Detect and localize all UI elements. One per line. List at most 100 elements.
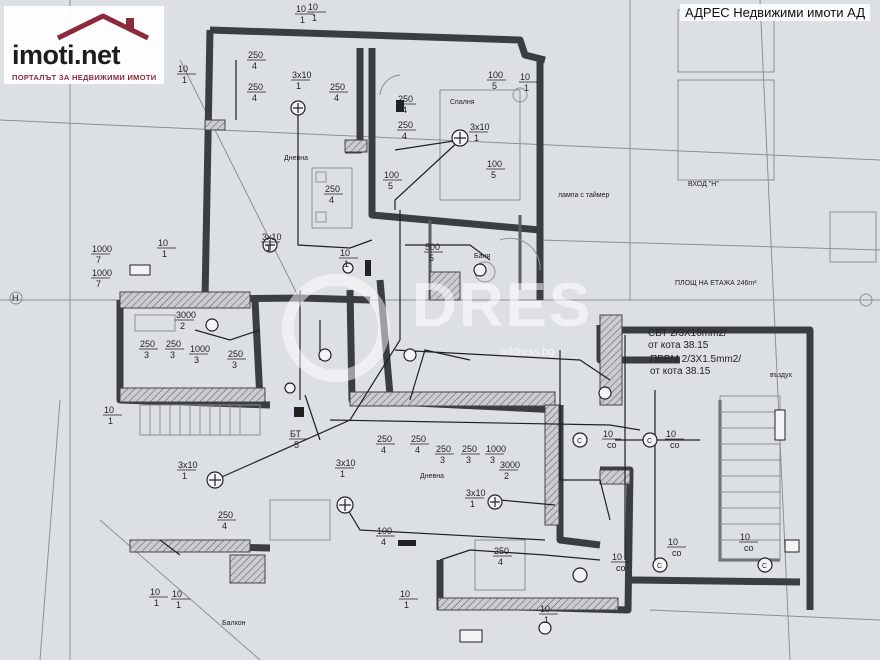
svg-text:C: C xyxy=(762,563,767,570)
fixture-group: 1 xyxy=(300,15,305,25)
fixture-group: 1 xyxy=(182,75,187,85)
fixture-value: 10 xyxy=(520,72,530,82)
fixture-value: 10 xyxy=(158,238,168,248)
fixture-value: 250 xyxy=(411,434,426,444)
fixture-group: 1 xyxy=(524,83,529,93)
cable-spec-line-3: ПВВМ 2/3Х1.5mm2/ xyxy=(650,354,741,365)
cable-spec-line-2: от кота 38.15 xyxy=(648,340,709,351)
fixture-group: 1 xyxy=(344,259,349,269)
fixture-value: 250 xyxy=(166,339,181,349)
fixture-value: 250 xyxy=(377,434,392,444)
label-lamp-note: лампа с таймер xyxy=(558,191,609,199)
fixture-group: co xyxy=(607,440,617,450)
fixture-value: 1000 xyxy=(92,268,112,278)
fixture-value: 1000 xyxy=(92,244,112,254)
room-label-dnevna-lower: Дневна xyxy=(420,473,444,480)
fixture-group: 4 xyxy=(415,445,420,455)
room-label-balkon: Балкон xyxy=(222,620,246,627)
fixture-group: 1 xyxy=(296,81,301,91)
fixture-group: 2 xyxy=(504,471,509,481)
fixture-value: 10 xyxy=(150,587,160,597)
light-fixtures: C C C C xyxy=(129,100,800,643)
fixture-group: 1 xyxy=(474,133,479,143)
brand-name: imoti.net xyxy=(12,40,121,70)
fixture-value: 250 xyxy=(398,120,413,130)
fixture-group: 4 xyxy=(381,445,386,455)
fixture-group: 1 xyxy=(312,13,317,23)
svg-text:C: C xyxy=(577,438,582,445)
fixture-group: 4 xyxy=(498,557,503,567)
svg-text:C: C xyxy=(647,438,652,445)
fixture-value: 10 xyxy=(668,537,678,547)
fixture-group: 4 xyxy=(402,105,407,115)
stairs xyxy=(139,395,781,561)
fixture-label: 101 xyxy=(339,248,358,269)
fixture-label: БТ5 xyxy=(289,429,308,450)
fixture-group: 4 xyxy=(402,131,407,141)
fixture-group: 1 xyxy=(404,600,409,610)
fixture-group: 4 xyxy=(329,195,334,205)
fixture-label: 101 xyxy=(307,2,326,23)
fixture-group: 1 xyxy=(162,249,167,259)
fixture-group: 4 xyxy=(334,93,339,103)
fixture-group: 1 xyxy=(182,471,187,481)
fixture-group: 3 xyxy=(232,360,237,370)
fixture-group: 2 xyxy=(180,321,185,331)
brand-tagline: ПОРТАЛЪТ ЗА НЕДВИЖИМИ ИМОТИ xyxy=(12,73,157,82)
fixture-group: 3 xyxy=(466,455,471,465)
fixture-label: 101 xyxy=(519,72,538,93)
fixture-group: co xyxy=(616,563,626,573)
fixture-group: co xyxy=(672,548,682,558)
fixture-value: 250 xyxy=(248,82,263,92)
fixture-group: 1 xyxy=(266,243,271,253)
cable-spec-line-4: от кота 38.15 xyxy=(650,366,711,377)
fixture-value: 1000 xyxy=(486,444,506,454)
fixture-group: 1 xyxy=(154,598,159,608)
fixture-group: 5 xyxy=(388,181,393,191)
fixture-group: 4 xyxy=(252,61,257,71)
furniture xyxy=(134,74,541,591)
fixture-value: 3000 xyxy=(176,310,196,320)
fixture-group: 4 xyxy=(381,537,386,547)
fixture-value: 10 xyxy=(340,248,350,258)
fixture-value: 10 xyxy=(603,429,613,439)
fixture-value: 100 xyxy=(377,526,392,536)
imoti-logo[interactable]: imoti.net ПОРТАЛЪТ ЗА НЕДВИЖИМИ ИМОТИ xyxy=(4,6,164,84)
fixture-value: 250 xyxy=(462,444,477,454)
svg-text:H: H xyxy=(12,293,19,303)
fixture-label: 101 xyxy=(295,4,314,25)
room-label-banya: Баня xyxy=(474,253,490,260)
fixture-label: 101 xyxy=(177,64,196,85)
fixture-value: 250 xyxy=(398,94,413,104)
fixture-group: 4 xyxy=(222,521,227,531)
fixture-group: 1 xyxy=(544,615,549,625)
fixture-value: 1000 xyxy=(190,344,210,354)
fixture-value: 10 xyxy=(172,589,182,599)
fixture-group: co xyxy=(670,440,680,450)
svg-text:C: C xyxy=(657,563,662,570)
fixture-value: 3000 xyxy=(500,460,520,470)
agency-caption: АДРЕС Недвижими имоти АД xyxy=(680,4,870,21)
